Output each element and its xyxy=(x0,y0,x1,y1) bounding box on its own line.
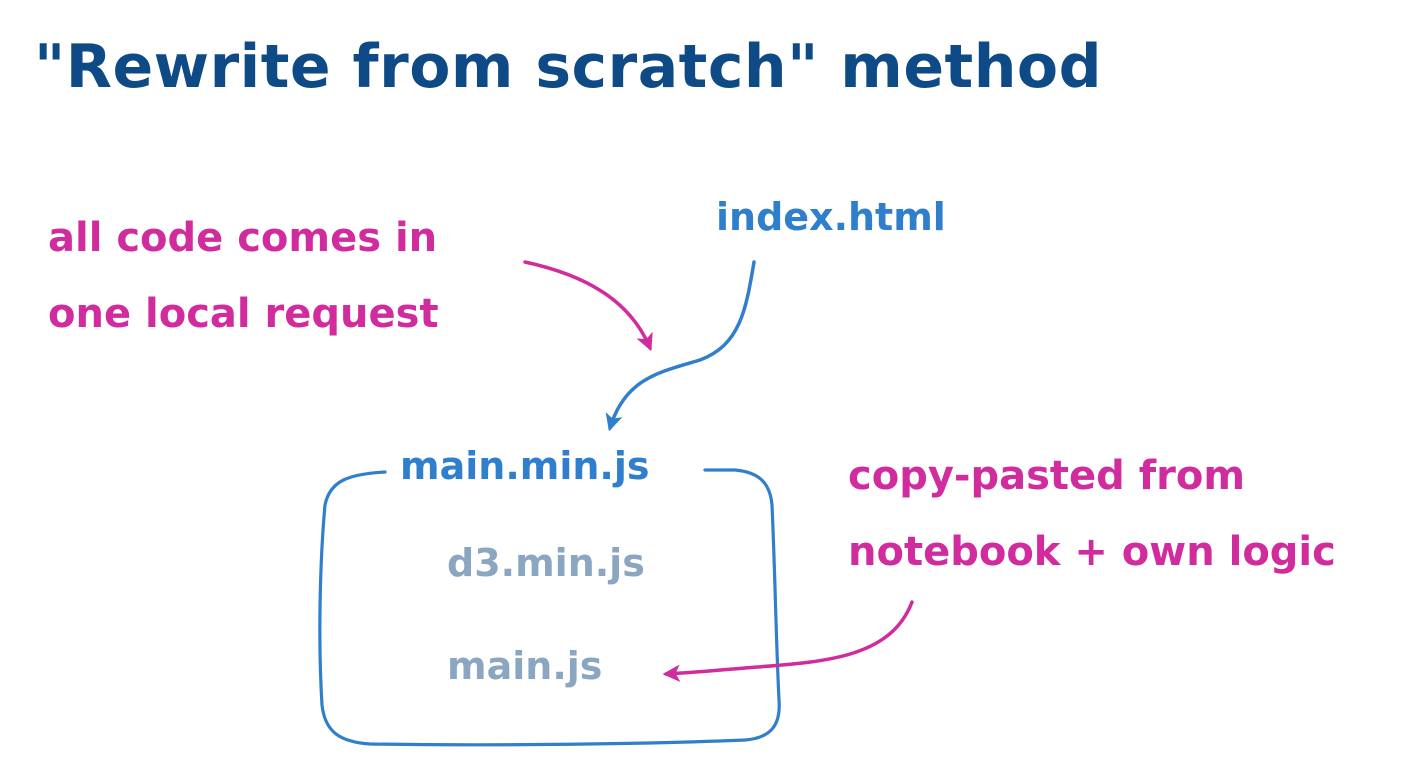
annotation-left-line-1: all code comes in xyxy=(48,215,438,261)
annotation-left-line-2: one local request xyxy=(48,291,439,337)
file-index-html: index.html xyxy=(716,195,946,239)
bundled-file-d3: d3.min.js xyxy=(447,541,645,585)
arrow-index-to-bundle xyxy=(605,260,756,432)
annotation-left: all code comes in one local request xyxy=(48,200,439,352)
annotation-right-line-2: notebook + own logic xyxy=(848,529,1336,575)
annotation-right-line-1: copy-pasted from xyxy=(848,453,1246,499)
bundled-file-main: main.js xyxy=(447,644,603,688)
annotation-right: copy-pasted from notebook + own logic xyxy=(848,438,1336,590)
bundle-file-name: main.min.js xyxy=(396,441,658,491)
arrow-from-right-annotation xyxy=(662,600,914,683)
arrow-from-left-annotation xyxy=(523,260,653,352)
bundle-box xyxy=(318,468,781,747)
page-title: "Rewrite from scratch" method xyxy=(34,32,1103,102)
